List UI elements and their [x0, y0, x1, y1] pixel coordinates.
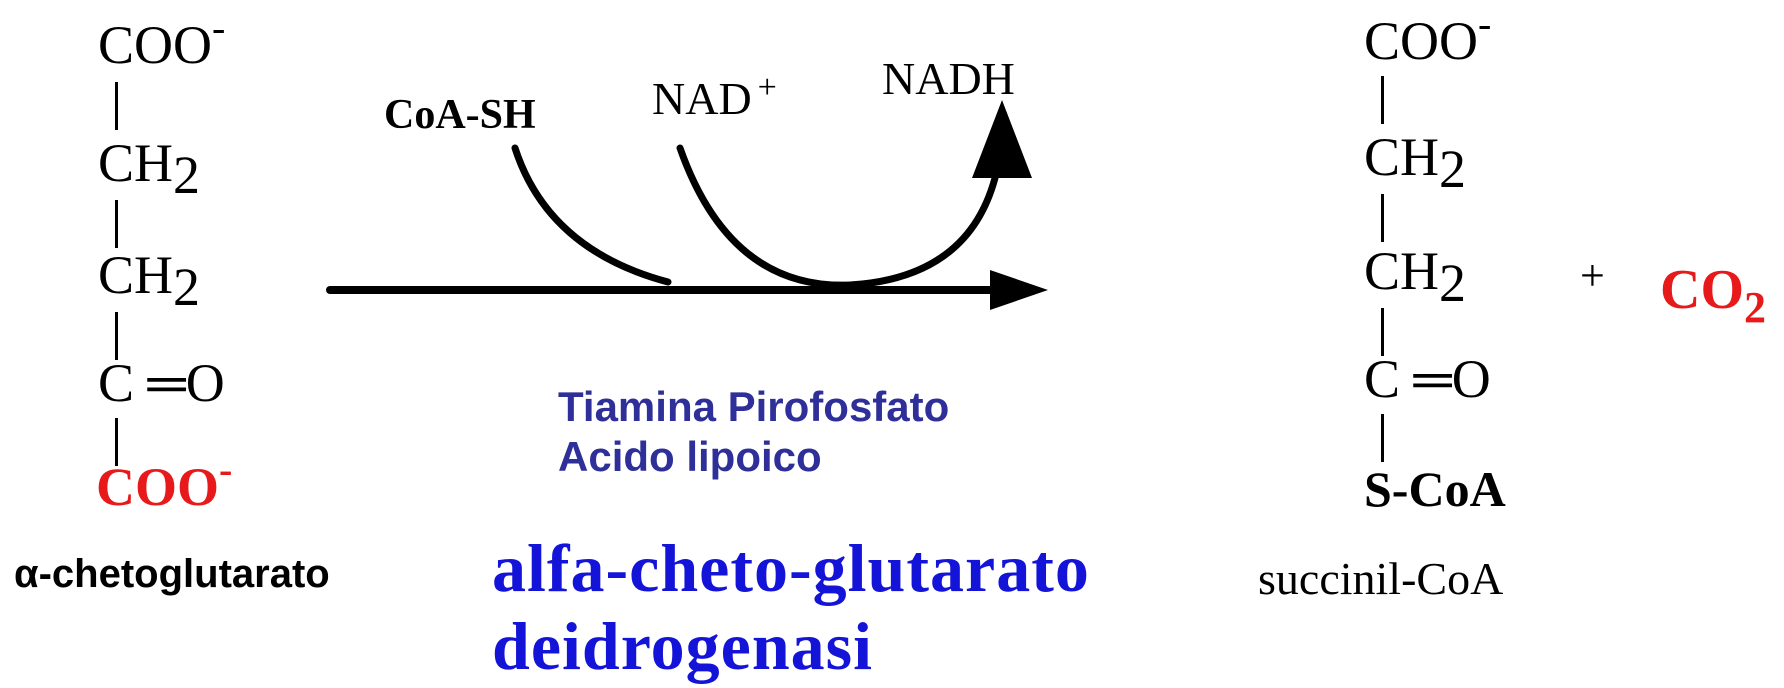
- cofactor-lipoic-acid: Acido lipoico: [558, 433, 822, 480]
- substrate-carbonyl: C ═O: [98, 356, 225, 410]
- product-bond-4: [1381, 414, 1384, 462]
- substrate-bond-3: [115, 312, 118, 360]
- product-thioester: S-CoA: [1364, 461, 1506, 517]
- product-bond-3: [1381, 308, 1384, 356]
- product-ch2-a-sub: 2: [1439, 139, 1467, 199]
- product-ch2-a-text: CH: [1364, 127, 1440, 187]
- co2-sub: 2: [1744, 283, 1766, 332]
- enzyme-name-line1: alfa-cheto-glutarato: [492, 530, 1090, 606]
- product-name: succinil-CoA: [1258, 553, 1504, 604]
- product-carbonyl: C ═O: [1364, 352, 1491, 406]
- plus-sign: +: [1580, 251, 1605, 300]
- substrate-carboxylate-top: COO-: [98, 8, 225, 75]
- substrate-carbonyl-c: C: [98, 353, 135, 413]
- product-bond-2: [1381, 194, 1384, 242]
- substrate-coo-bottom-text: COO: [96, 457, 220, 517]
- co2-text: CO: [1660, 259, 1744, 321]
- coa-sh-label: CoA-SH: [384, 92, 536, 138]
- nad-text: NAD: [652, 73, 752, 124]
- product-ch2-b: CH2: [1364, 241, 1466, 310]
- substrate-coo-top-charge: -: [212, 5, 226, 50]
- nadh-arrowhead: [972, 100, 1032, 178]
- product-coo-top-text: COO: [1364, 11, 1479, 71]
- substrate-bond-1: [115, 82, 118, 130]
- cofactor-tpp: Tiamina Pirofosfato: [558, 383, 950, 430]
- substrate-ch2-b-sub: 2: [173, 257, 201, 317]
- product-ch2-a: CH2: [1364, 127, 1466, 196]
- nad-to-nadh-curve: [676, 144, 999, 289]
- product-double-bond: ═: [1413, 349, 1452, 409]
- substrate-ch2-a-sub: 2: [173, 145, 201, 205]
- substrate-carboxylate-bottom: COO-: [96, 450, 232, 517]
- product-carbonyl-o: O: [1451, 349, 1491, 409]
- substrate-ch2-b: CH2: [98, 245, 200, 314]
- substrate-carbonyl-o: O: [185, 353, 225, 413]
- substrate-coo-bottom-charge: -: [219, 447, 233, 492]
- nadh-label: NADH: [882, 53, 1015, 104]
- enzyme-name-line2: deidrogenasi: [492, 608, 874, 684]
- co2-label: CO2: [1660, 259, 1766, 330]
- main-arrowhead: [990, 270, 1048, 310]
- substrate-double-bond: ═: [147, 353, 186, 413]
- product-coo-top-charge: -: [1478, 1, 1492, 46]
- product-bond-1: [1381, 76, 1384, 124]
- product-ch2-b-sub: 2: [1439, 253, 1467, 313]
- substrate-bond-2: [115, 200, 118, 248]
- product-ch2-b-text: CH: [1364, 241, 1440, 301]
- substrate-coo-top-text: COO: [98, 15, 213, 75]
- nad-label: NAD+: [652, 71, 777, 124]
- product-carbonyl-c: C: [1364, 349, 1401, 409]
- substrate-bond-4: [115, 418, 118, 466]
- substrate-ch2-a-text: CH: [98, 133, 174, 193]
- coa-sh-incoming-curve: [511, 144, 672, 286]
- substrate-ch2-b-text: CH: [98, 245, 174, 305]
- substrate-name: α-chetoglutarato: [14, 552, 330, 596]
- product-carboxylate-top: COO-: [1364, 4, 1491, 71]
- nad-charge: +: [757, 69, 777, 106]
- substrate-ch2-a: CH2: [98, 133, 200, 202]
